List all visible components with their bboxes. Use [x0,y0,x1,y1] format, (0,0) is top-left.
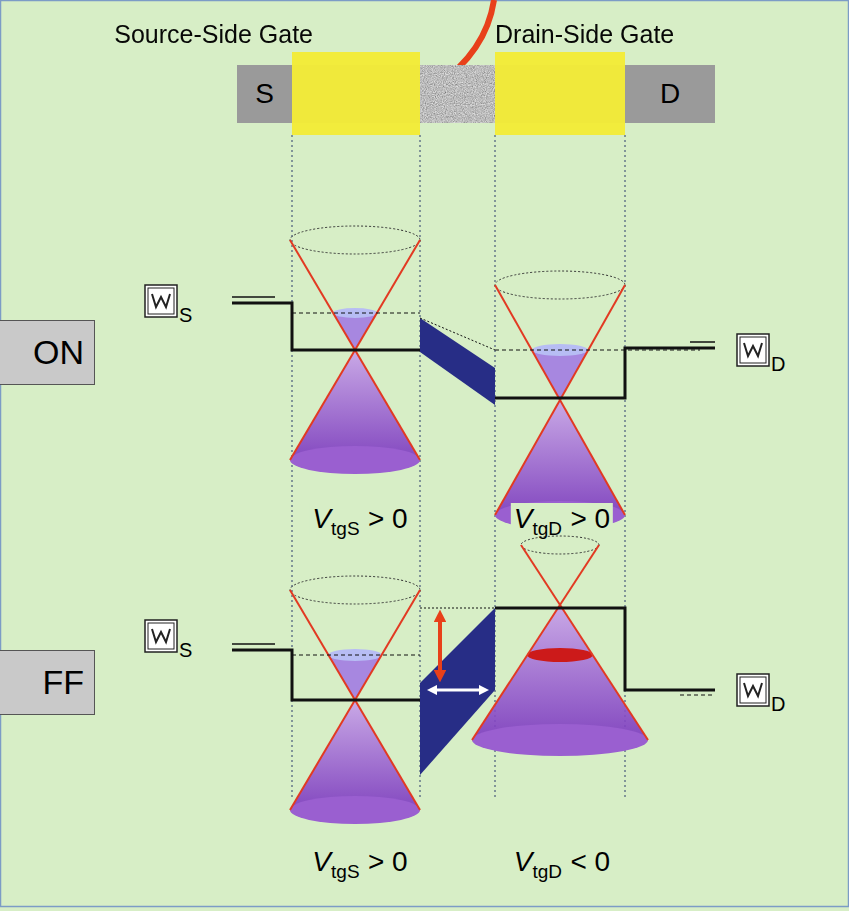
gate-voltage-label: VtgS> 0 [309,503,410,535]
terminal-label: S [255,78,274,110]
terminal-label: D [660,78,680,110]
voltage-symbol: V [514,503,533,534]
voltage-condition: < 0 [570,846,610,877]
gate-label: Drain-Side Gate [495,20,674,49]
fermi-subscript: S [179,639,192,661]
state-box: FF [0,650,95,715]
voltage-condition: > 0 [368,846,408,877]
voltage-subscript: tgD [533,518,563,539]
voltage-condition: > 0 [570,503,610,534]
voltage-symbol: V [514,846,533,877]
gate-electrode: Drain-Side Gate [495,52,625,135]
gate-voltage-label: VtgS> 0 [309,846,410,878]
voltage-symbol: V [312,846,331,877]
terminal-label: ON [33,333,84,372]
fermi-subscript: D [771,693,785,715]
fermi-subscript: S [179,304,192,326]
voltage-symbol: V [312,503,331,534]
terminal-label: FF [42,663,84,702]
fermi-level-label: D [771,693,785,716]
voltage-subscript: tgS [331,518,360,539]
voltage-subscript: tgS [331,861,360,882]
fermi-level-label: S [179,304,192,327]
drain-contact: D [625,65,715,123]
gate-label: Source-Side Gate [114,20,313,49]
fermi-level-label: S [179,639,192,662]
gate-voltage-label: VtgD> 0 [511,503,613,535]
fermi-subscript: D [771,353,785,375]
voltage-condition: > 0 [368,503,408,534]
source-contact: S [237,65,292,123]
voltage-subscript: tgD [533,861,563,882]
state-box: ON [0,320,95,385]
gate-electrode: Source-Side Gate [292,52,420,135]
fermi-level-label: D [771,353,785,376]
gate-voltage-label: VtgD< 0 [511,846,613,878]
